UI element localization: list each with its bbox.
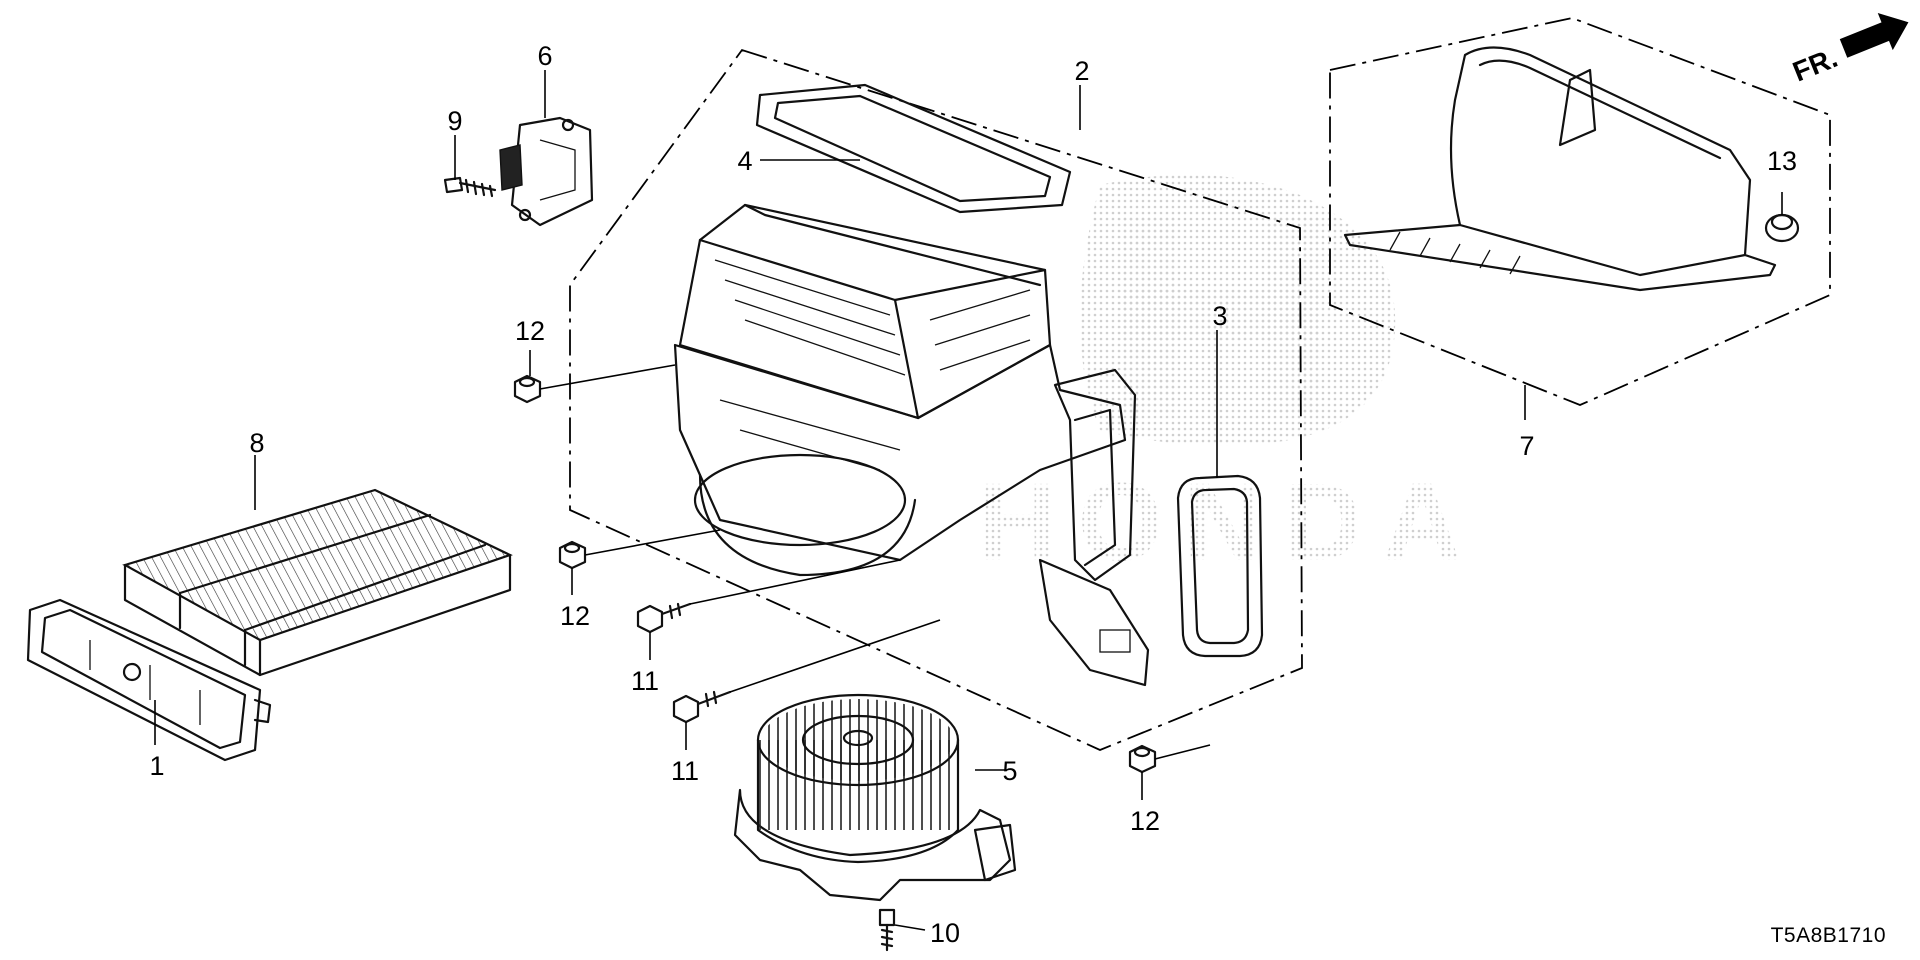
part-8-filter <box>122 488 513 677</box>
part-1-filter-cover <box>26 598 272 762</box>
part-12-nut-middle <box>558 540 587 570</box>
part-2-blower-housing <box>673 203 1150 687</box>
front-direction-indicator: FR. <box>1788 13 1909 88</box>
part-4-seal <box>755 83 1072 214</box>
callout-1: 1 <box>149 751 164 781</box>
part-7-duct <box>1343 46 1777 292</box>
callout-11-lower: 11 <box>671 756 699 786</box>
callout-12-upper: 12 <box>515 316 545 346</box>
part-12-nut-lower <box>1128 744 1157 774</box>
part-13-clip <box>1764 213 1800 243</box>
blower-assembly-boundary <box>569 48 1303 751</box>
honda-watermark: HONDA <box>978 174 1481 584</box>
callout-6: 6 <box>537 41 552 71</box>
part-11-bolt-upper <box>636 602 692 634</box>
front-direction-label: FR. <box>1788 42 1841 88</box>
part-12-nut-upper <box>513 374 542 404</box>
callout-7: 7 <box>1519 431 1534 461</box>
callout-12-lower: 12 <box>1130 806 1160 836</box>
callout-4: 4 <box>737 146 752 176</box>
watermark-text: HONDA <box>978 461 1481 584</box>
callout-5: 5 <box>1002 756 1017 786</box>
callout-8: 8 <box>249 428 264 458</box>
duct-assembly-boundary <box>1329 17 1831 406</box>
diagram-code: T5A8B1710 <box>1770 924 1886 947</box>
leader-lines <box>154 70 1783 931</box>
callout-9: 9 <box>447 106 462 136</box>
callout-10: 10 <box>930 918 960 948</box>
part-3-gasket <box>1176 474 1264 658</box>
part-6-actuator <box>499 116 594 227</box>
part-10-screw <box>878 908 896 952</box>
callout-12-middle: 12 <box>560 601 590 631</box>
part-5-blower-motor <box>733 693 1017 902</box>
part-9-screw <box>443 176 497 198</box>
callout-13: 13 <box>1767 146 1797 176</box>
arrow-right-icon <box>1839 13 1909 58</box>
callout-11-upper: 11 <box>631 666 659 696</box>
part-11-bolt-lower <box>672 690 732 724</box>
callout-2: 2 <box>1074 56 1089 86</box>
callouts: 2 4 3 5 6 7 8 9 10 11 11 12 12 12 13 1 <box>149 41 1797 948</box>
assembly-boundaries <box>569 17 1831 751</box>
callout-3: 3 <box>1212 301 1227 331</box>
